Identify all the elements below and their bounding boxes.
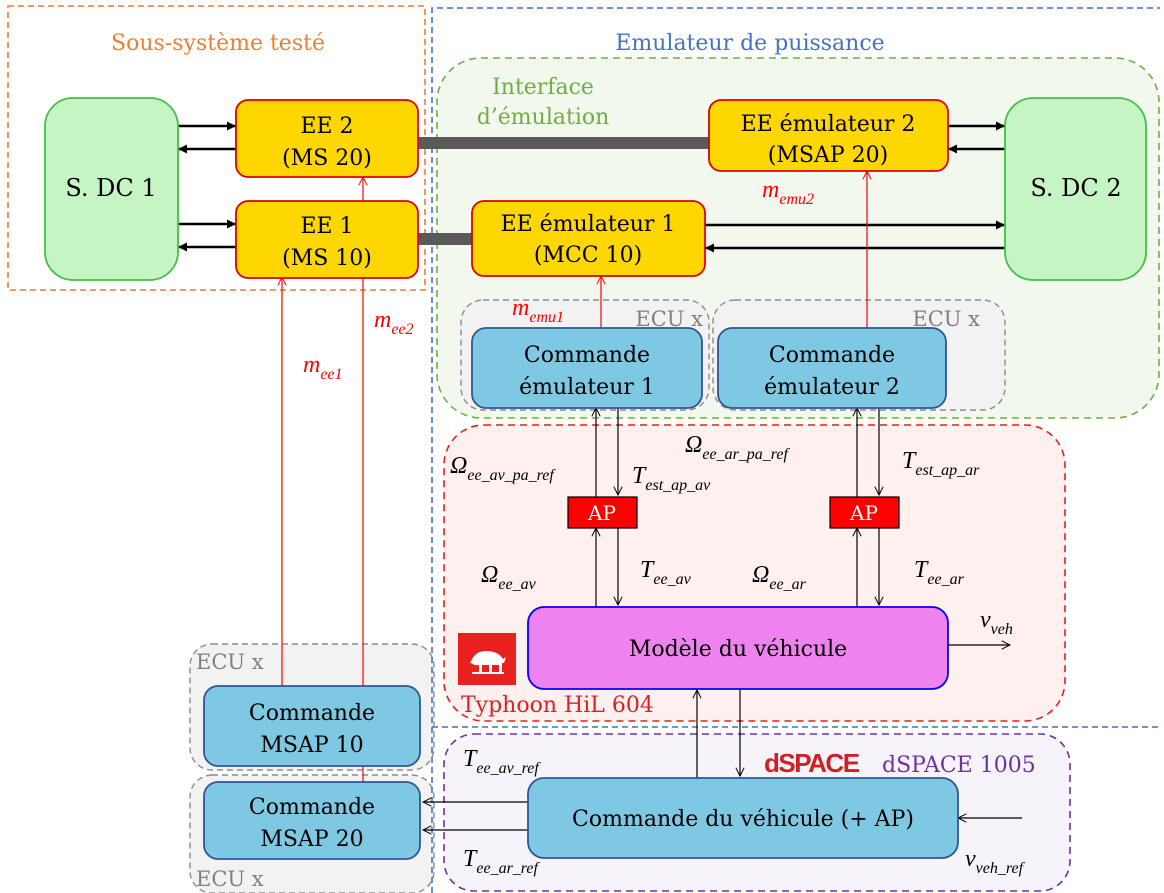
ecu-label-msap10: ECU x <box>196 650 264 674</box>
sdc1-block: S. DC 1 <box>44 97 179 281</box>
ecu-label-emu2: ECU x <box>912 307 980 331</box>
cmd-msap10-label-line2: MSAP 10 <box>260 733 363 758</box>
cmd-emu1-label-line2: émulateur 1 <box>519 375 655 400</box>
cmd-emu2-label-line2: émulateur 2 <box>764 375 900 400</box>
cmd-emu1-label-line1: Commande <box>524 343 650 368</box>
typhoon-logo-icon <box>458 633 516 685</box>
dspace-logo: dSPACE <box>764 748 860 778</box>
ee1-label-line1: EE 1 <box>300 214 353 239</box>
label-t-est-ap-av: Test_ap_av <box>632 463 711 494</box>
ap-ar-label: AP <box>849 501 878 525</box>
cmd-emu1-block: Commande émulateur 1 <box>471 327 703 409</box>
label-m-ee1: mee1 <box>303 352 343 383</box>
emu2-label-line1: EE émulateur 2 <box>741 112 916 137</box>
ee2-block: EE 2 (MS 20) <box>235 99 419 178</box>
interface-title-line1: Interface <box>492 75 594 100</box>
tested-subsystem-region <box>7 5 426 291</box>
label-omega-ar-pa-ref: Ωee_ar_pa_ref <box>685 432 791 463</box>
label-v-veh-ref: vveh_ref <box>965 846 1026 877</box>
emu2-block: EE émulateur 2 (MSAP 20) <box>708 99 949 172</box>
cmd-msap10-label-line1: Commande <box>249 701 375 726</box>
ap-av-block: AP <box>567 496 638 529</box>
power-emulator-title: Emulateur de puissance <box>615 31 884 56</box>
typhoon-title: Typhoon HiL 604 <box>461 693 654 718</box>
vehicle-command-label: Commande du véhicule (+ AP) <box>572 807 914 832</box>
sdc2-block: S. DC 2 <box>1004 97 1147 281</box>
label-omega-av-pa-ref: Ωee_av_pa_ref <box>450 453 556 484</box>
tested-subsystem-title: Sous-système testé <box>111 31 325 56</box>
ecu-label-msap20: ECU x <box>196 867 264 891</box>
interface-title-line2: d’émulation <box>477 105 610 130</box>
label-t-ee-av: Tee_av <box>640 557 692 588</box>
ecu-label-emu1: ECU x <box>635 307 703 331</box>
cmd-emu2-label-line1: Commande <box>769 343 895 368</box>
label-m-ee2: mee2 <box>374 307 414 338</box>
label-v-veh: vveh <box>980 607 1013 638</box>
ee2-label-line2: (MS 20) <box>282 146 372 171</box>
ee1-block: EE 1 (MS 10) <box>235 200 419 279</box>
power-bus-ee1-emu1 <box>418 233 472 245</box>
dspace-title: dSPACE 1005 <box>882 753 1036 778</box>
label-omega-ee-av: Ωee_av <box>481 562 537 593</box>
cmd-msap20-label-line1: Commande <box>249 795 375 820</box>
label-m-emu1: memu1 <box>512 295 564 326</box>
sdc1-label: S. DC 1 <box>65 174 156 202</box>
emu1-block: EE émulateur 1 (MCC 10) <box>471 200 706 277</box>
emu1-label-line2: (MCC 10) <box>534 243 642 268</box>
label-t-est-ap-ar: Test_ap_ar <box>902 448 980 479</box>
label-t-ee-ar-ref: Tee_ar_ref <box>463 846 541 877</box>
cmd-emu2-block: Commande émulateur 2 <box>717 327 947 409</box>
sdc2-label: S. DC 2 <box>1030 174 1121 202</box>
emu1-label-line1: EE émulateur 1 <box>501 212 676 237</box>
ap-av-label: AP <box>587 501 616 525</box>
ee1-label-line2: (MS 10) <box>282 246 372 271</box>
cmd-msap20-block: Commande MSAP 20 <box>203 781 421 860</box>
vehicle-model-block: Modèle du véhicule <box>527 606 949 690</box>
label-m-emu2: memu2 <box>762 177 814 208</box>
cmd-msap10-block: Commande MSAP 10 <box>203 685 421 767</box>
vehicle-command-block: Commande du véhicule (+ AP) <box>527 777 959 859</box>
label-t-ee-ar: Tee_ar <box>914 557 965 588</box>
power-emulator-region <box>431 7 1160 893</box>
cmd-msap20-label-line2: MSAP 20 <box>260 827 363 852</box>
emu2-label-line2: (MSAP 20) <box>768 143 888 168</box>
label-t-ee-av-ref: Tee_av_ref <box>463 746 541 777</box>
vehicle-model-label: Modèle du véhicule <box>629 637 847 662</box>
label-omega-ee-ar: Ωee_ar <box>752 562 807 593</box>
power-bus-ee2-emu2 <box>418 137 711 149</box>
ap-ar-block: AP <box>829 496 900 529</box>
ee2-label-line1: EE 2 <box>300 114 353 139</box>
